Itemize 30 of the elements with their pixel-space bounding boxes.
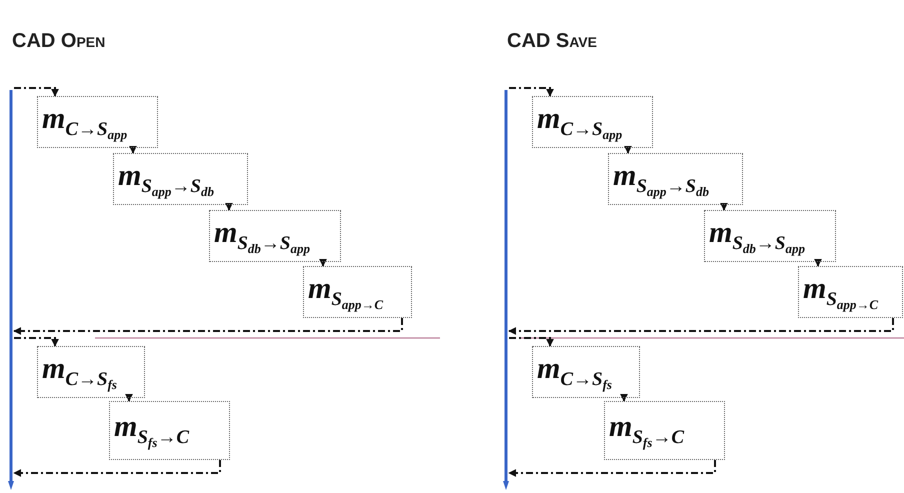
panel-title: CAD Open [12, 30, 106, 53]
dash-dot-arrow [508, 460, 716, 477]
dash-dot-arrow [125, 394, 133, 402]
dash-dot-arrow [509, 87, 554, 97]
dash-dot-arrow [14, 337, 59, 347]
dash-dot-arrow [620, 394, 628, 402]
dash-dot-arrow [14, 87, 59, 97]
message-box [37, 346, 145, 398]
message-box [798, 266, 903, 318]
dash-dot-arrow [508, 318, 894, 335]
message-box [532, 346, 640, 398]
message-box [209, 210, 341, 262]
message-box [704, 210, 836, 262]
dash-dot-arrow [509, 337, 554, 347]
panel-title: CAD Save [507, 30, 597, 53]
message-box [113, 153, 248, 205]
message-box [37, 96, 158, 148]
dash-dot-arrow [13, 318, 403, 335]
dash-dot-arrow [720, 202, 728, 211]
message-box [109, 401, 230, 460]
dash-dot-arrow [814, 258, 822, 267]
message-box [303, 266, 412, 318]
dash-dot-arrow [225, 202, 233, 211]
message-box [608, 153, 743, 205]
message-box [604, 401, 725, 460]
dash-dot-arrow [319, 258, 327, 267]
dash-dot-arrow [624, 146, 632, 154]
dash-dot-arrow [13, 460, 221, 477]
dash-dot-arrow [129, 146, 137, 154]
message-box [532, 96, 653, 148]
